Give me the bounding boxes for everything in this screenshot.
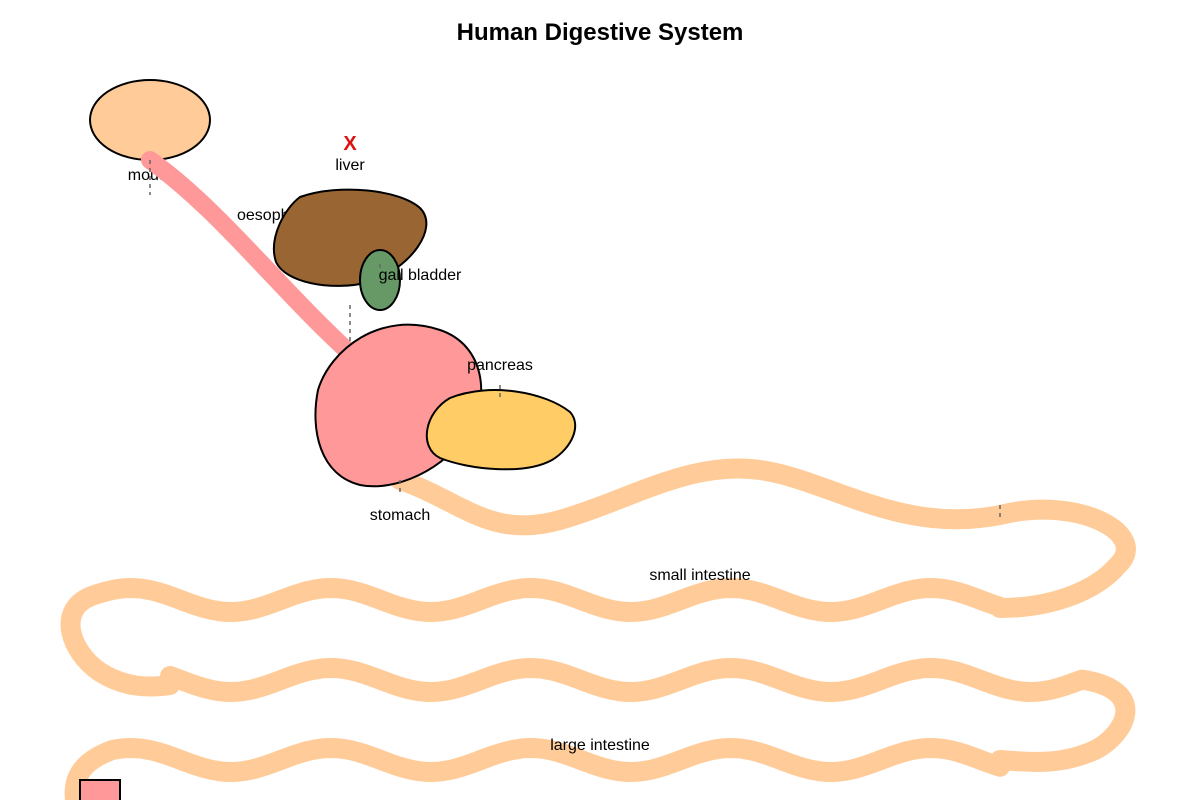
oesophagus-tube [141, 151, 361, 364]
mouth-shape [89, 79, 211, 161]
pancreas-label: pancreas [467, 357, 533, 374]
stomach-label: stomach [370, 507, 430, 524]
intestine-tube [60, 458, 1136, 800]
rectum-shape [79, 779, 121, 800]
gall-bladder-shape [359, 249, 401, 311]
diagram-title: Human Digestive System [457, 19, 744, 46]
large-intestine-label: large intestine [550, 737, 650, 754]
position-marker: X [343, 133, 357, 155]
liver-label: liver [335, 157, 365, 174]
pancreas-shape [425, 389, 577, 471]
small-intestine-label: small intestine [649, 567, 750, 584]
gall-bladder-label: gall bladder [379, 267, 462, 284]
